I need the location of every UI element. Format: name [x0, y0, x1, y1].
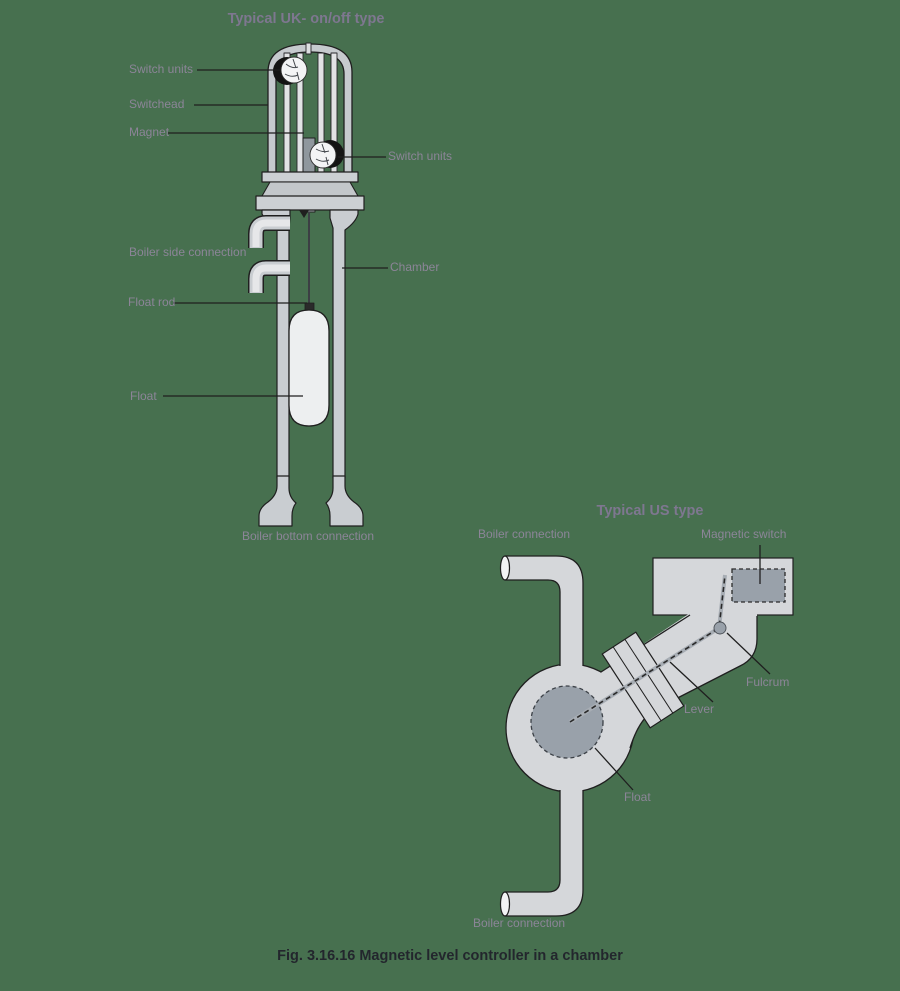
us-arm-flange: [601, 631, 685, 729]
uk-label-boiler-bottom-connection: Boiler bottom connection: [241, 529, 375, 543]
us-label-fulcrum: Fulcrum: [746, 675, 790, 689]
uk-level-controller-diagram: [163, 42, 388, 527]
uk-label-float: Float: [130, 389, 157, 403]
us-label-float: Float: [624, 790, 651, 804]
us-label-lever: Lever: [684, 702, 715, 716]
uk-chamber-walls: [258, 209, 364, 527]
us-magnetic-switch-shape: [731, 568, 786, 603]
uk-label-chamber: Chamber: [390, 260, 440, 274]
uk-flange-neck: [255, 171, 365, 218]
uk-switch-unit-upper: [273, 56, 308, 85]
uk-diagram-title: Typical UK- on/off type: [227, 11, 385, 27]
us-label-magnetic-switch: Magnetic switch: [701, 527, 787, 541]
us-label-boiler-connection-bottom: Boiler connection: [473, 916, 566, 930]
us-bottom-pipe: [499, 788, 584, 917]
uk-switch-unit-lower: [309, 140, 344, 169]
us-label-boiler-connection-top: Boiler connection: [478, 527, 571, 541]
uk-side-connection-elbows: [248, 215, 290, 293]
uk-label-switch-units-lower: Switch units: [388, 149, 453, 163]
uk-top-stub: [305, 42, 312, 55]
uk-label-switch-units-top: Switch units: [129, 62, 194, 76]
us-leader-lines: [594, 545, 771, 791]
figure-caption: Fig. 3.16.16 Magnetic level controller i…: [277, 948, 623, 964]
uk-float-shape: [288, 309, 330, 427]
uk-label-boiler-side-connection: Boiler side connection: [129, 245, 247, 259]
uk-label-float-rod: Float rod: [128, 295, 176, 309]
us-diagram-title: Typical US type: [596, 503, 704, 519]
uk-float-rod-shape: [304, 212, 315, 317]
uk-label-magnet: Magnet: [129, 125, 170, 139]
us-top-pipe: [499, 555, 584, 668]
us-fulcrum-shape: [713, 621, 727, 635]
uk-leader-lines: [163, 69, 388, 397]
us-float-shape: [530, 685, 604, 759]
us-level-controller-diagram: [499, 545, 794, 917]
uk-label-switchhead: Switchead: [129, 97, 185, 111]
